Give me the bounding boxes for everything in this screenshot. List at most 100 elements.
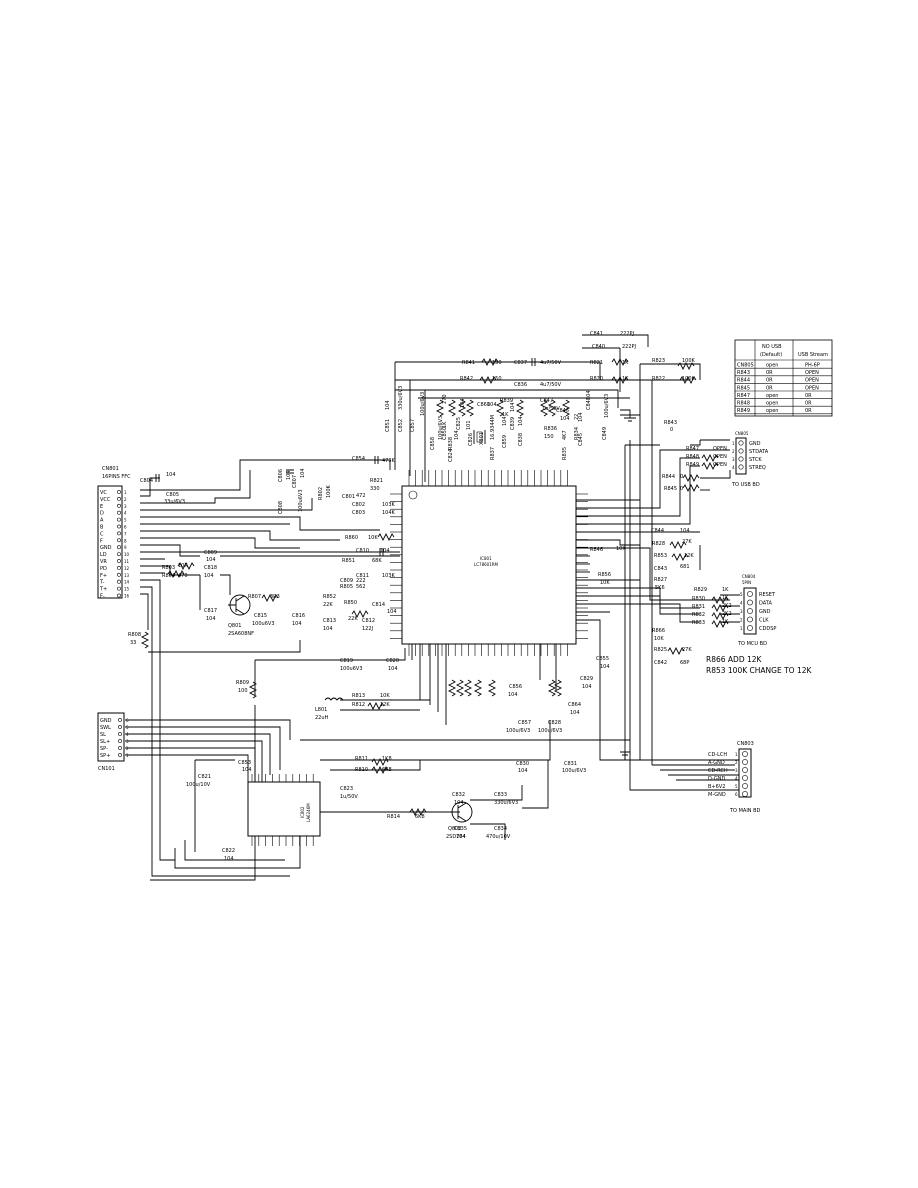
cn801-pin-num: 2	[124, 497, 127, 502]
cn805-pin-num: 2	[732, 449, 735, 454]
component-label-r821: R821	[590, 360, 603, 366]
component-label-r841v: 150	[492, 360, 502, 366]
cn803-pin-name: M-GND	[708, 792, 726, 798]
component-label-c824: C824	[448, 449, 454, 462]
ic801-left-pins	[390, 493, 402, 639]
cn805-pin-name: STCK	[749, 457, 762, 463]
usb-table-stream: 0R	[805, 401, 812, 407]
resistor-symbol	[711, 603, 729, 613]
component-label-r813v: 10K	[380, 693, 390, 699]
cn801-pin-name: LD	[100, 552, 107, 558]
component-label-c834: C834	[494, 826, 507, 832]
component-label-c820: C820	[386, 658, 399, 664]
cn101-pin-num: 1	[126, 753, 129, 758]
resistor-symbol	[711, 619, 729, 629]
cn804-pin-name: DATA	[759, 601, 772, 607]
component-label-c850: C850	[442, 427, 448, 440]
q801-part: 2SA608NF	[228, 631, 254, 637]
resistor-symbol	[473, 679, 483, 697]
component-label-c814: C814	[372, 602, 385, 608]
cn801-pin-name: B	[100, 525, 104, 531]
cn803-pin-name: CD-RCH	[708, 768, 728, 774]
usb-table-default: open	[766, 363, 778, 369]
component-label-r828v: 27K	[682, 539, 692, 545]
component-label-c855v: 104	[600, 664, 610, 670]
component-label-c833v: 330u/6V3	[494, 800, 518, 806]
usb-table-ref: R843	[737, 370, 750, 376]
component-label-r846v: 10K	[616, 546, 626, 552]
cn803-pin-marker	[742, 783, 748, 789]
component-label-c813v: 104	[323, 626, 333, 632]
cn805-pin-marker	[738, 456, 744, 462]
component-label-c860v: 104	[487, 402, 497, 408]
component-label-c814v: 104	[387, 609, 397, 615]
component-label-r825: R825	[654, 647, 667, 653]
cn101-title: CN101	[98, 766, 115, 772]
cn804-pin-marker	[747, 625, 753, 631]
cn801-pin-marker	[117, 572, 121, 577]
cn801-pin-name: D	[100, 511, 104, 517]
component-label-r830: R830	[692, 596, 705, 602]
component-label-c809: C809	[340, 578, 353, 584]
cn801-pin-num: 9	[124, 545, 127, 550]
usb-table-ref: R847	[737, 393, 750, 399]
usb-table-stream: OPEN	[805, 385, 819, 391]
cn805-pin-name: GND	[749, 441, 761, 447]
cn101-pin-name: SP+	[100, 753, 110, 759]
cn803-pin-name: A-GND	[708, 760, 725, 766]
cn801-pin-marker	[117, 517, 121, 522]
cn804-pin-name: CLK	[759, 618, 769, 624]
cn805-pin-marker	[738, 464, 744, 470]
component-label-c851v: 104	[385, 400, 391, 410]
resistor-symbol	[167, 569, 185, 579]
component-label-c850v: 270	[442, 394, 448, 404]
component-label-r814: R814	[387, 814, 400, 820]
cn101-pin-marker	[118, 739, 122, 743]
ic801-top-pins	[408, 470, 568, 486]
component-label-c843: C843	[654, 566, 667, 572]
resistor-symbol	[409, 807, 427, 817]
component-label-r842v: 150	[492, 376, 502, 382]
cn804-title: CN804	[742, 574, 756, 579]
resistor-symbol	[371, 757, 389, 767]
component-label-c845: C845	[578, 433, 584, 446]
cn801-pin-marker	[117, 496, 121, 501]
l801-ref: L801	[315, 707, 327, 713]
component-label-r831v: 2K2	[722, 603, 732, 609]
usb-table-stream: PH-6P	[805, 363, 820, 369]
component-label-c816: C816	[292, 613, 305, 619]
component-label-c854: C854	[352, 456, 365, 462]
component-label-c806: C806	[278, 469, 284, 482]
component-label-c832v: 104	[454, 800, 464, 806]
component-label-r812v: 12K	[380, 702, 390, 708]
component-label-c852v: 330u/6V3	[398, 386, 404, 410]
component-label-c842v: 68P	[680, 660, 689, 666]
resistor-symbol	[682, 483, 700, 493]
component-label-r860v: 10K	[368, 535, 378, 541]
capacitor-symbol	[286, 469, 294, 474]
ic802-part: LA6246M	[306, 803, 311, 822]
component-label-r851: R851	[342, 558, 355, 564]
component-label-c829v: 104	[582, 684, 592, 690]
resistor-symbol	[701, 461, 719, 471]
cn803-pin-num: 4	[735, 776, 738, 781]
cn801-pin-num: 4	[124, 511, 127, 516]
component-label-r821b: R821	[370, 478, 383, 484]
component-label-r830v: 1K	[722, 595, 729, 601]
usb-table-ref: R849	[737, 408, 750, 414]
cn803-pin-name: CD-LCH	[708, 752, 727, 758]
cn801-pin-num: 15	[124, 587, 130, 592]
usb-table-header-stream: USB Stream	[798, 352, 828, 358]
component-label-r802v: 100K	[326, 484, 332, 498]
component-label-r832v: 2K2	[722, 611, 732, 617]
component-label-r810v: 6K8	[382, 767, 392, 773]
component-label-r832: R832	[692, 612, 705, 618]
component-label-c837v: 4u7/50V	[540, 360, 562, 366]
resistor-symbol	[671, 552, 689, 562]
component-label-c803: C803	[352, 510, 365, 516]
component-label-c809bv: 104	[206, 557, 216, 563]
component-label-r866v: 10K	[654, 636, 664, 642]
